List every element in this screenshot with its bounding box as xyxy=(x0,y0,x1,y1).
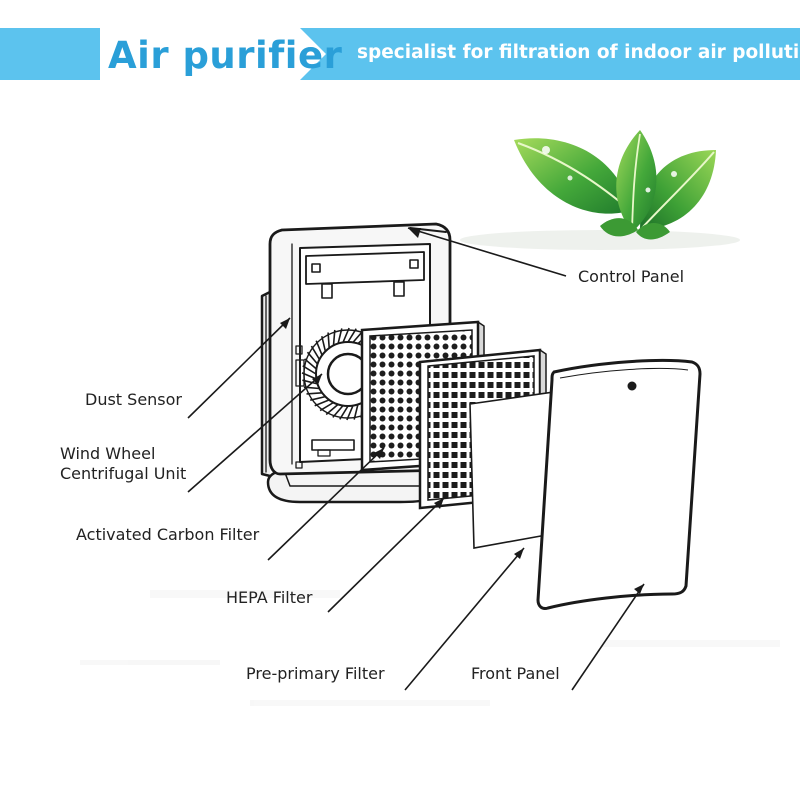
label-control-panel: Control Panel xyxy=(578,267,685,286)
leader-pre-primary xyxy=(404,547,525,691)
leaf-small-right xyxy=(636,223,670,240)
banner-title-plate xyxy=(100,28,326,80)
leaf-center xyxy=(616,130,657,232)
leader-arrowheads xyxy=(280,228,644,594)
label-wind-wheel-line1: Wind Wheel xyxy=(60,444,156,463)
background-texture xyxy=(80,590,780,706)
label-wind-wheel-line2: Centrifugal Unit xyxy=(60,464,187,483)
front-panel xyxy=(536,358,702,610)
page-subtitle: specialist for filtration of indoor air … xyxy=(357,42,800,63)
leader-front-panel xyxy=(571,583,645,691)
label-hepa-filter: HEPA Filter xyxy=(226,588,313,607)
leaf-small-left xyxy=(600,218,638,237)
leaf-left xyxy=(514,138,632,214)
header-banner xyxy=(0,28,800,80)
leader-activated-carbon xyxy=(267,447,385,561)
leaves-decoration xyxy=(460,130,740,250)
label-pre-primary-filter: Pre-primary Filter xyxy=(246,664,385,683)
label-dust-sensor: Dust Sensor xyxy=(85,390,182,409)
leader-wind-wheel xyxy=(187,373,323,493)
label-front-panel: Front Panel xyxy=(471,664,560,683)
leader-lines xyxy=(187,227,645,691)
leader-dust-sensor xyxy=(187,317,291,419)
leader-control-panel xyxy=(407,227,567,277)
page-title: Air purifier xyxy=(108,34,343,77)
label-activated-carbon-filter: Activated Carbon Filter xyxy=(76,525,260,544)
leader-hepa xyxy=(327,497,445,613)
